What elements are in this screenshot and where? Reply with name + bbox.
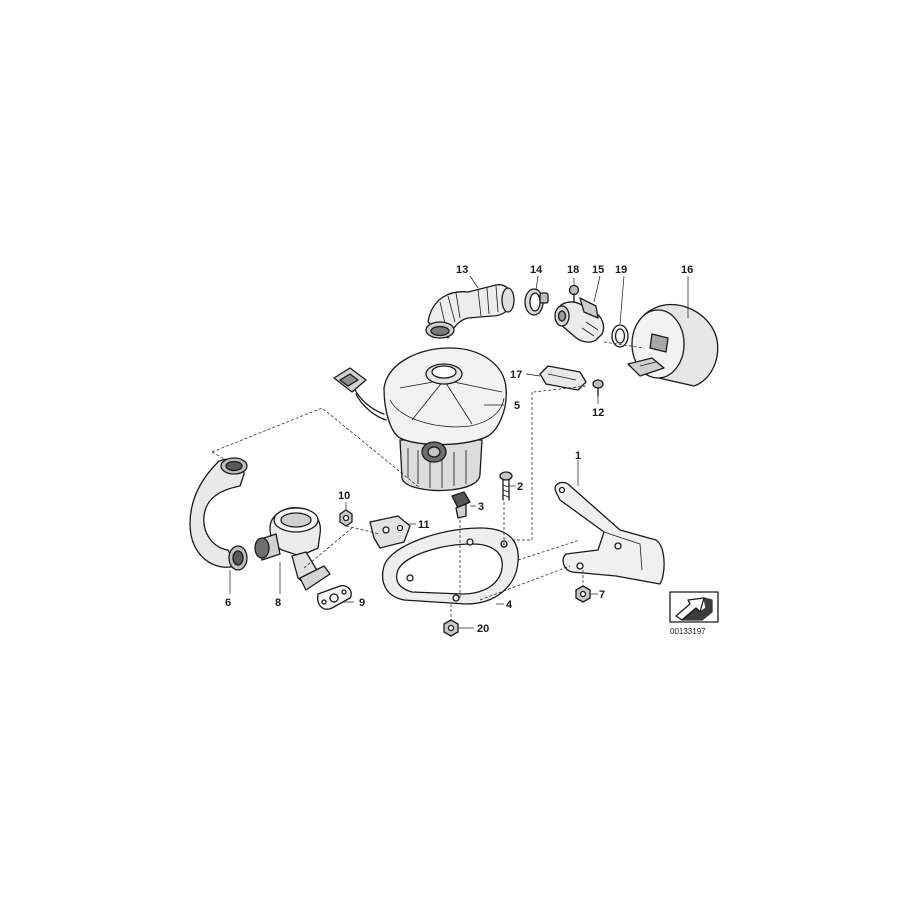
part-19-o-ring[interactable] [611,324,629,348]
part-8-combi-valve[interactable] [254,507,331,591]
callout-2: 2 [517,481,523,493]
callout-5: 5 [514,400,520,412]
callout-19: 19 [615,264,627,276]
part-18-screw[interactable] [568,284,580,303]
part-17-bracket[interactable] [539,365,587,391]
part-6-connecting-hose[interactable] [189,457,248,571]
part-2-bolt[interactable] [499,471,513,501]
callout-7: 7 [599,589,605,601]
callout-14: 14 [530,264,543,276]
part-5-air-pump[interactable] [333,347,507,492]
part-12-bolt[interactable] [592,379,604,397]
callout-4: 4 [506,599,513,611]
drawing-number: 00133197 [670,627,706,636]
part-1-support-bracket[interactable] [554,481,665,585]
callout-15: 15 [592,264,604,276]
callout-13: 13 [456,264,468,276]
callout-17: 17 [510,369,522,381]
callout-20: 20 [477,623,489,635]
callout-3: 3 [478,501,484,513]
callouts: 1 2 3 4 5 6 7 8 9 10 11 12 13 14 15 16 1… [225,264,693,635]
part-16-air-filter-housing[interactable] [627,303,719,387]
part-9-gasket[interactable] [317,585,352,610]
callout-8: 8 [275,597,281,609]
part-11-bracket[interactable] [369,515,411,549]
callout-6: 6 [225,597,231,609]
callout-11: 11 [418,519,430,531]
assembly-lines [211,341,645,620]
part-4-mounting-plate[interactable] [381,527,519,605]
callout-16: 16 [681,264,693,276]
callout-12: 12 [592,407,604,419]
part-20-nut[interactable] [443,619,459,637]
callout-10: 10 [338,490,350,502]
callout-18: 18 [567,264,579,276]
callout-1: 1 [575,450,581,462]
callout-9: 9 [359,597,365,609]
leader-lines [229,275,689,629]
part-15-check-valve[interactable] [554,297,605,343]
part-3-damper[interactable] [451,491,471,519]
part-7-nut[interactable] [575,585,591,603]
part-10-nut[interactable] [339,509,353,527]
orientation-box: 00133197 [669,591,719,636]
part-13-intake-hose[interactable] [425,284,515,339]
part-14-hose-clamp[interactable] [524,288,549,316]
